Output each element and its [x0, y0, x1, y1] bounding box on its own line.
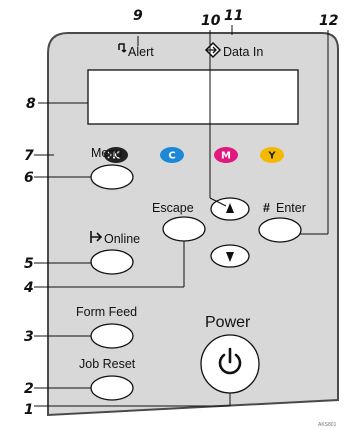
ink-indicator-k-lamp — [104, 147, 128, 163]
escape-button[interactable] — [162, 216, 206, 242]
ink-indicator-m: M — [214, 147, 238, 163]
enter-label-group: # Enter — [263, 201, 306, 215]
enter-button[interactable] — [258, 217, 302, 243]
ink-indicator-c: C — [160, 147, 184, 163]
up-arrow-icon — [226, 203, 234, 213]
ink-indicator-c-letter: C — [168, 151, 175, 162]
escape-label: Escape — [152, 201, 194, 215]
callout-numbers: 1 2 3 4 5 6 7 8 9 10 11 12 — [23, 8, 338, 418]
job-reset-label: Job Reset — [79, 357, 136, 371]
alert-label: Alert — [128, 45, 154, 59]
data-in-label: Data In — [223, 45, 263, 59]
callout-12: 12 — [319, 13, 338, 29]
callout-11: 11 — [224, 8, 243, 24]
figure-code: AKS801 — [318, 422, 337, 428]
ink-indicator-y-lamp — [260, 147, 284, 163]
power-button[interactable] — [200, 334, 260, 394]
online-label: Online — [104, 232, 140, 246]
lcd-display — [87, 69, 299, 125]
callout-6: 6 — [24, 170, 34, 186]
form-feed-button[interactable] — [90, 323, 134, 349]
ink-indicator-k-letter: K — [112, 151, 121, 162]
callout-3: 3 — [24, 329, 34, 345]
ink-indicator-m-lamp — [214, 147, 238, 163]
hash-icon: # — [263, 201, 270, 215]
alert-icon — [118, 43, 127, 53]
callout-4: 4 — [23, 280, 34, 296]
callout-9: 9 — [133, 8, 143, 24]
ink-k-arrow-icon — [107, 151, 112, 159]
online-label-group: Online — [90, 231, 140, 246]
menu-button[interactable] — [90, 164, 134, 190]
down-arrow-icon — [226, 252, 234, 262]
callout-2: 2 — [24, 381, 34, 397]
callout-1: 1 — [24, 402, 34, 418]
online-button[interactable] — [90, 249, 134, 275]
form-feed-label: Form Feed — [76, 305, 137, 319]
ink-indicator-y-letter: Y — [267, 151, 276, 162]
enter-label: Enter — [276, 201, 306, 215]
callout-7: 7 — [24, 148, 34, 164]
callout-10: 10 — [201, 13, 221, 29]
power-icon — [218, 347, 242, 375]
callout-8: 8 — [26, 96, 36, 112]
ink-indicator-c-lamp — [160, 147, 184, 163]
menu-label: Menu — [91, 146, 122, 160]
power-label: Power — [205, 314, 251, 331]
alert-indicator: Alert — [118, 43, 154, 59]
leader-lines — [34, 25, 329, 407]
ink-indicator-m-letter: M — [221, 151, 231, 162]
job-reset-button[interactable] — [90, 375, 134, 401]
ink-indicator-y: Y — [260, 147, 284, 163]
callout-5: 5 — [24, 256, 34, 272]
online-icon — [90, 231, 103, 243]
ink-indicator-k: K — [104, 147, 128, 163]
